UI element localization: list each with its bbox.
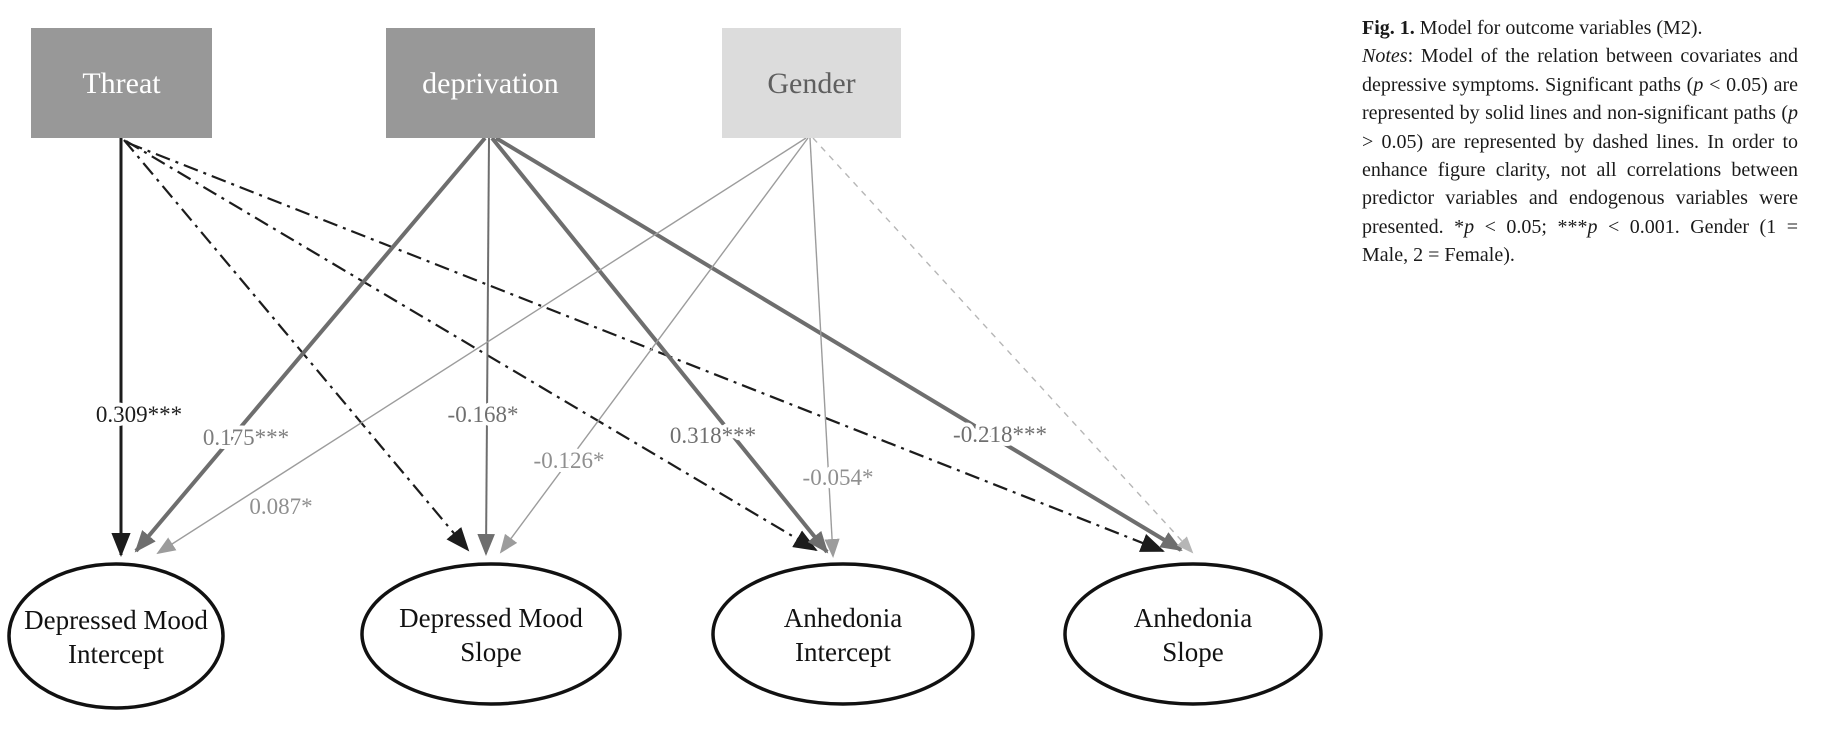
path-gender-to-as: [812, 137, 1194, 554]
box-label-gender: Gender: [767, 67, 855, 100]
caption-paragraph-0: Fig. 1. Model for outcome variables (M2)…: [1362, 17, 1703, 39]
coefficient-deprivation-to-dmi: 0.175***: [203, 425, 289, 450]
path-threat-to-dms: [123, 139, 470, 552]
path-gender-to-dmi: [156, 137, 807, 555]
box-deprivation: deprivation: [386, 28, 595, 138]
box-label-threat: Threat: [82, 67, 161, 100]
path-threat-to-ai: [125, 140, 818, 552]
box-label-deprivation: deprivation: [422, 67, 559, 100]
box-threat: Threat: [31, 28, 212, 138]
coefficient-gender-to-dmi: 0.087*: [249, 494, 312, 519]
path-deprivation-to-dms: [477, 137, 495, 556]
path-deprivation-to-ai: [490, 136, 829, 554]
coefficient-deprivation-to-dms: -0.168*: [448, 402, 519, 427]
coefficient-deprivation-to-ai: 0.318***: [670, 423, 756, 448]
coefficient-deprivation-to-as: -0.218***: [953, 422, 1047, 447]
box-gender: Gender: [722, 28, 901, 138]
coefficient-gender-to-ai: -0.054*: [803, 465, 874, 490]
path-deprivation-to-dmi: [134, 136, 487, 553]
path-deprivation-to-as: [494, 136, 1183, 552]
path-gender-to-dms: [499, 137, 809, 554]
path-threat-to-as: [127, 141, 1165, 553]
figure-caption: Fig. 1. Model for outcome variables (M2)…: [1362, 14, 1798, 270]
coefficient-gender-to-dms: -0.126*: [534, 448, 605, 473]
caption-paragraph-1: Notes: Model of the relation between cov…: [1362, 45, 1799, 267]
coefficient-threat-to-dmi: 0.309***: [96, 402, 182, 427]
path-gender-to-ai: [809, 137, 840, 558]
